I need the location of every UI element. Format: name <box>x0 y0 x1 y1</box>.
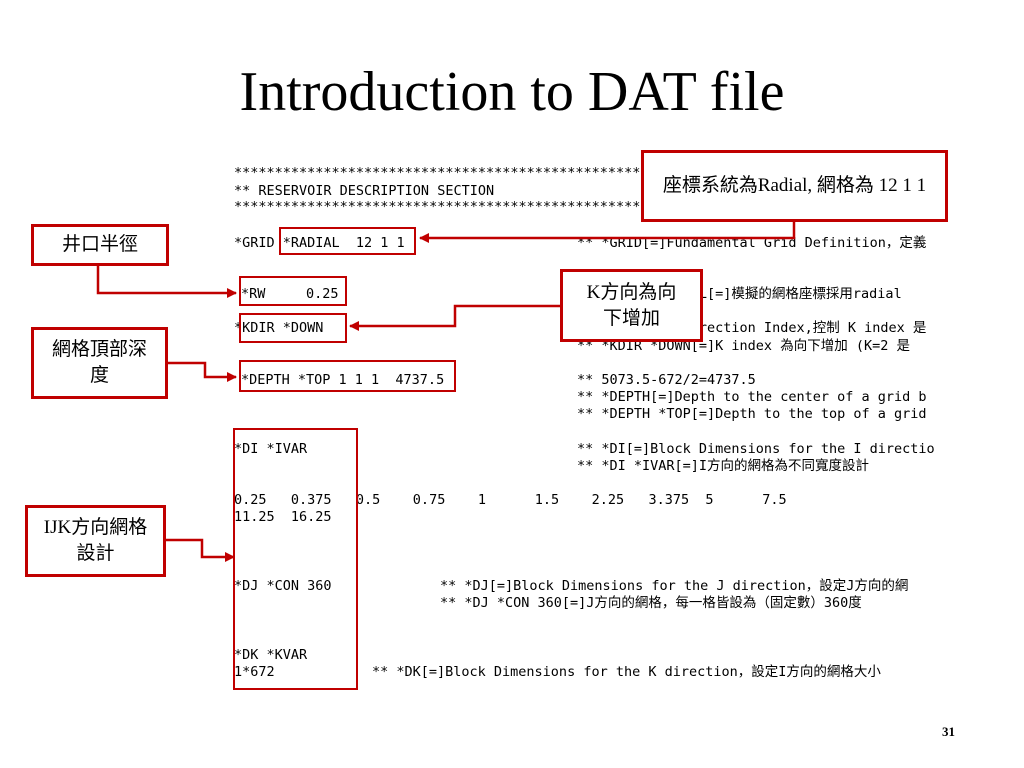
dat-file-code-panel: ****************************************… <box>232 150 947 690</box>
code-line-dj: *DJ *CON 360 <box>234 578 332 594</box>
code-comment-di-1: ** *DI[=]Block Dimensions for the I dire… <box>577 441 935 457</box>
callout-grid-top-depth-text: 網格頂部深度 <box>51 339 147 386</box>
arrow-well-radius <box>96 265 237 298</box>
code-comment-depth-1: ** 5073.5-672/2=4737.5 <box>577 372 756 388</box>
code-line-di-values-2: 11.25 16.25 <box>234 509 332 525</box>
code-comment-dj-2: ** *DJ *CON 360[=]J方向的網格，每一格皆設為（固定數）360度 <box>440 595 862 611</box>
callout-well-radius: 井口半徑 <box>31 224 169 266</box>
code-comment-di-2: ** *DI *IVAR[=]I方向的網格為不同寬度設計 <box>577 458 870 474</box>
page-number: 31 <box>942 724 955 739</box>
arrow-k-direction <box>349 304 560 331</box>
code-comment-dj-1: ** *DJ[=]Block Dimensions for the J dire… <box>440 578 909 594</box>
callout-well-radius-text: 井口半徑 <box>61 234 138 255</box>
code-comment-dk: ** *DK[=]Block Dimensions for the K dire… <box>372 664 881 680</box>
code-line-stars-bottom: ****************************************… <box>234 199 706 215</box>
arrow-grid-top-depth <box>168 361 237 382</box>
callout-ijk-design: IJK方向網格設計 <box>25 505 166 577</box>
code-line-stars-top: ****************************************… <box>234 165 706 181</box>
code-line-rw: *RW 0.25 <box>241 286 339 302</box>
callout-k-direction-text: K方向為向下增加 <box>586 281 677 329</box>
arrow-ijk-design <box>166 538 235 562</box>
code-line-section-header: ** RESERVOIR DESCRIPTION SECTION <box>234 183 495 199</box>
highlight-grid-radial <box>279 227 416 255</box>
slide-title: Introduction to DAT file <box>239 61 785 123</box>
callout-radial-grid-text: 座標系統為Radial, 網格為 12 1 1 <box>662 175 927 196</box>
code-comment-kdir-2: ** *KDIR *DOWN[=]K index 為向下增加 (K=2 是 <box>577 338 910 354</box>
arrow-radial-grid <box>419 221 796 243</box>
code-line-depth: *DEPTH *TOP 1 1 1 4737.5 <box>241 372 445 388</box>
code-line-dk: *DK *KVAR <box>234 647 308 663</box>
code-line-di-values-1: 0.25 0.375 0.5 0.75 1 1.5 2.25 3.375 5 7… <box>234 492 787 508</box>
callout-ijk-design-text: IJK方向網格設計 <box>43 517 148 564</box>
code-comment-depth-3: ** *DEPTH *TOP[=]Depth to the top of a g… <box>577 406 927 422</box>
code-line-di: *DI *IVAR <box>234 441 308 457</box>
highlight-depth <box>239 360 456 392</box>
callout-grid-top-depth: 網格頂部深度 <box>31 327 168 399</box>
code-line-grid: *GRID *RADIAL 12 1 1 <box>234 235 405 251</box>
highlight-kdir <box>239 313 347 343</box>
highlight-rw <box>239 276 347 306</box>
code-comment-depth-2: ** *DEPTH[=]Depth to the center of a gri… <box>577 389 927 405</box>
code-line-kdir: *KDIR *DOWN <box>234 320 324 336</box>
callout-k-direction: K方向為向下增加 <box>560 269 703 342</box>
callout-radial-grid: 座標系統為Radial, 網格為 12 1 1 <box>641 150 948 222</box>
code-line-dk-value: 1*672 <box>234 664 275 680</box>
